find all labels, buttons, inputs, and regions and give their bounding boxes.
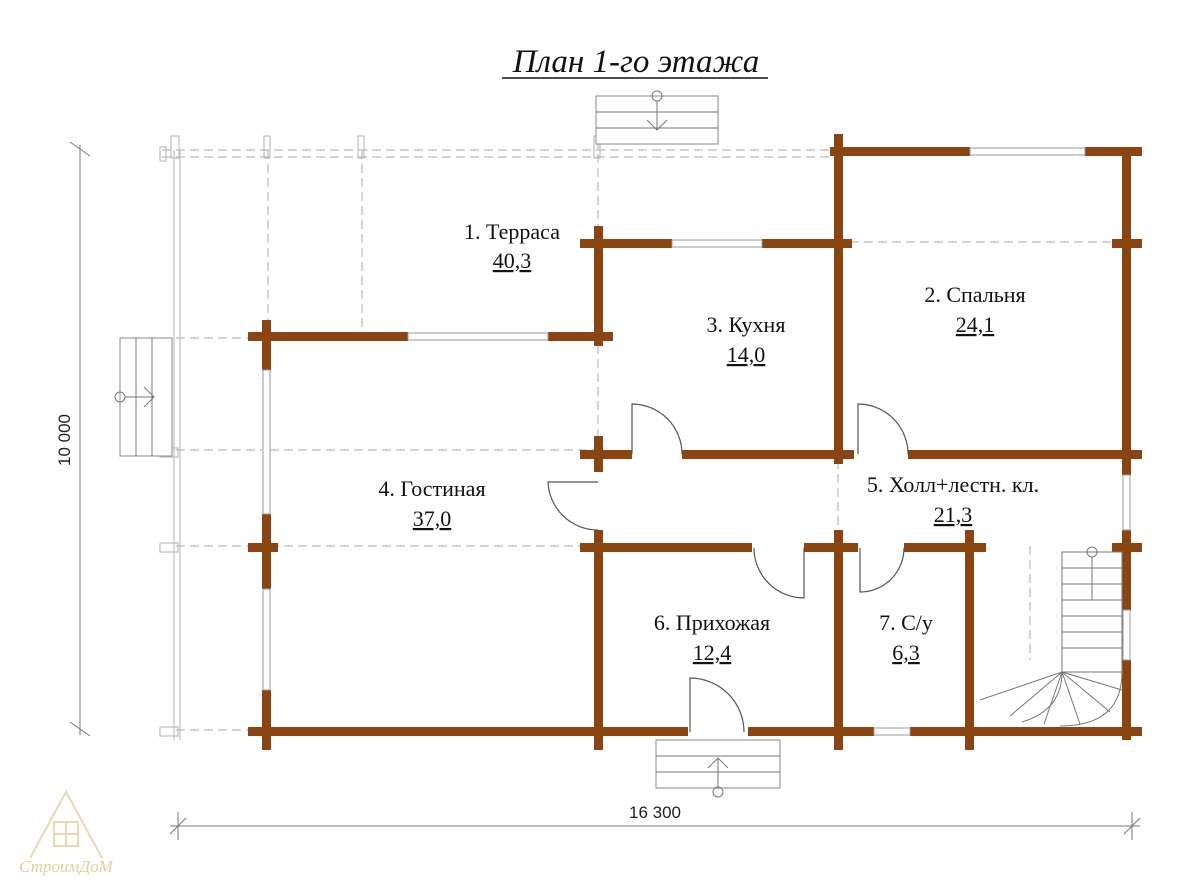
room-name: 3. Кухня (707, 312, 786, 337)
watermark-logo: СтроимДоМ (19, 789, 114, 876)
room-area: 37,0 (413, 506, 452, 531)
room-name: 6. Прихожая (654, 610, 770, 635)
room-area: 12,4 (693, 640, 732, 665)
room-name: 5. Холл+лестн. кл. (867, 472, 1039, 497)
room-label-entrance: 6. Прихожая 12,4 (654, 610, 770, 665)
room-name: 2. Спальня (924, 282, 1025, 307)
room-label-kitchen: 3. Кухня 14,0 (707, 312, 786, 367)
room-area: 6,3 (892, 640, 920, 665)
room-label-hall: 5. Холл+лестн. кл. 21,3 (867, 472, 1039, 527)
room-name: 4. Гостиная (378, 476, 485, 501)
bottom-porch (655, 739, 781, 798)
top-porch (595, 90, 719, 145)
watermark-text: СтроимДоМ (19, 857, 114, 876)
room-area: 21,3 (934, 502, 973, 527)
room-name: 7. С/у (879, 610, 933, 635)
dimension-height: 10 000 (55, 141, 91, 737)
room-area: 40,3 (493, 248, 532, 273)
walls (248, 134, 1142, 750)
windows (262, 147, 1131, 736)
terrace-outline (159, 135, 1130, 740)
room-area: 24,1 (956, 312, 995, 337)
plan-title: План 1-го этажа (512, 44, 759, 80)
doors (547, 403, 909, 733)
dimension-width: 16 300 (169, 803, 1141, 840)
left-porch (114, 337, 173, 457)
room-label-living: 4. Гостиная 37,0 (378, 476, 485, 531)
staircase (979, 546, 1123, 727)
height-dimension-label: 10 000 (55, 414, 74, 466)
room-label-terrace: 1. Терраса 40,3 (464, 219, 560, 273)
room-label-wc: 7. С/у 6,3 (879, 610, 933, 665)
room-area: 14,0 (727, 342, 766, 367)
room-name: 1. Терраса (464, 219, 560, 244)
width-dimension-label: 16 300 (629, 803, 681, 822)
room-label-bedroom: 2. Спальня 24,1 (924, 282, 1025, 337)
